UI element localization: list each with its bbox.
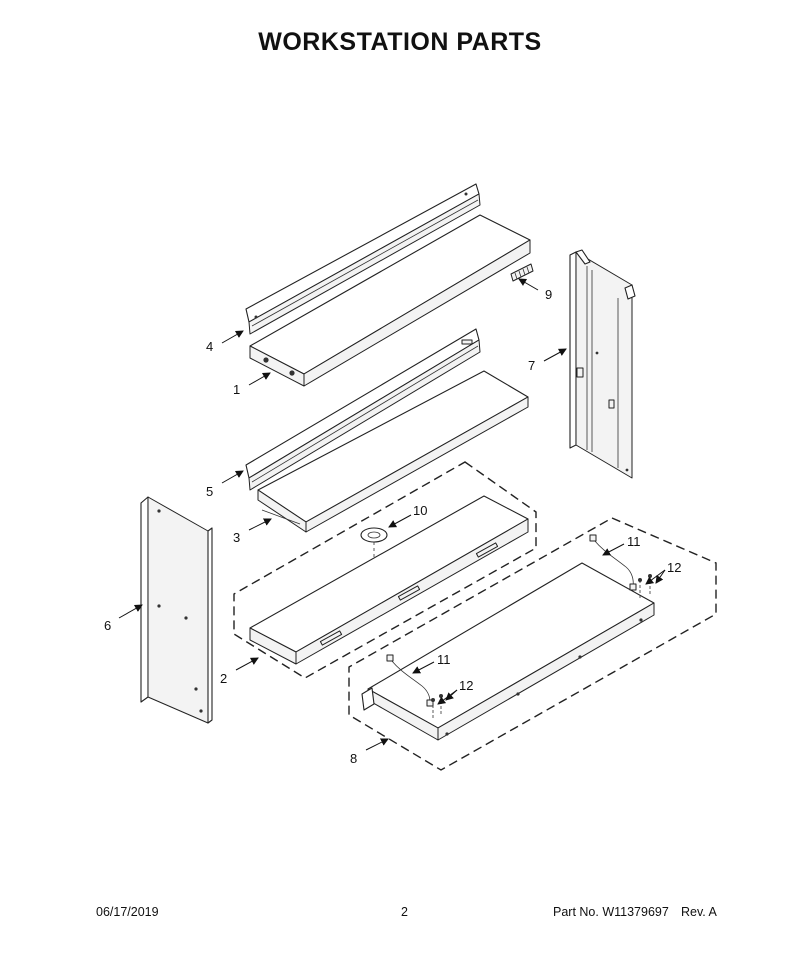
callout-label: 7	[528, 358, 535, 373]
callout-label: 6	[104, 618, 111, 633]
footer-page-number: 2	[401, 905, 408, 919]
callout-label: 12	[667, 560, 681, 575]
page-title: WORKSTATION PARTS	[258, 28, 542, 56]
callout-label: 8	[350, 751, 357, 766]
part-1-top-panel	[249, 214, 531, 387]
callouts: 4 9 1 7 5 3 10 6 2 11 12 11 12 8	[104, 278, 681, 766]
footer-part-number: Part No. W11379697	[553, 905, 669, 919]
footer-date: 06/17/2019	[96, 905, 159, 919]
callout-label: 10	[413, 503, 427, 518]
callout-label: 3	[233, 530, 240, 545]
part-12-screws-upper	[638, 574, 652, 600]
callout-label: 4	[206, 339, 213, 354]
part-4-upper-rail	[245, 183, 481, 335]
part-3-middle-panel	[257, 370, 529, 533]
callout-label: 11	[627, 534, 641, 549]
callout-label: 9	[545, 287, 552, 302]
part-2-work-surface	[233, 461, 537, 679]
part-9-vent-grille	[510, 263, 534, 282]
callout-label: 12	[459, 678, 473, 693]
callout-label: 1	[233, 382, 240, 397]
callout-label: 5	[206, 484, 213, 499]
part-8-lower-tray	[348, 517, 717, 771]
callout-label: 2	[220, 671, 227, 686]
part-7-right-side-panel	[569, 249, 636, 479]
part-5-lower-rail	[245, 328, 481, 491]
footer-revision: Rev. A	[681, 905, 717, 919]
callout-label: 11	[437, 652, 451, 667]
part-6-left-side-panel	[140, 496, 213, 724]
